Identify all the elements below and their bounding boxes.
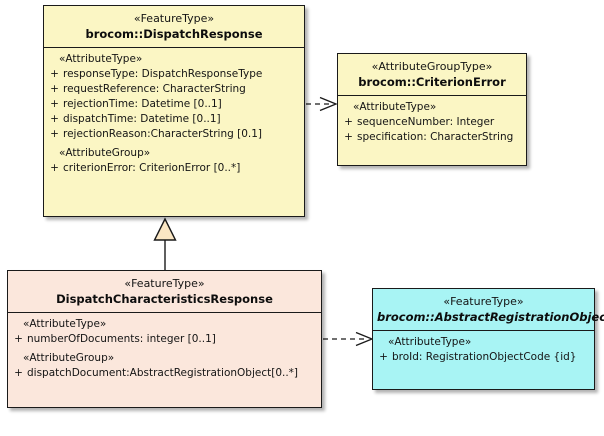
attribute-row[interactable]: + responseType: DispatchResponseType	[46, 67, 302, 82]
attribute-group-label: «AttributeType»	[388, 336, 472, 348]
attribute-label: rejectionTime: Datetime [0..1]	[63, 98, 222, 110]
hollow-triangle-icon	[153, 217, 177, 241]
attribute-group-label: «AttributeType»	[59, 53, 143, 65]
class-stereotype: «FeatureType»	[124, 277, 205, 290]
visibility-marker: +	[50, 83, 59, 95]
attribute-row[interactable]: + numberOfDocuments: integer [0..1]	[10, 332, 319, 347]
class-box-abstract-registration-object[interactable]: «FeatureType» brocom::AbstractRegistrati…	[372, 288, 604, 390]
attribute-row[interactable]: + dispatchDocument:AbstractRegistrationO…	[10, 366, 319, 381]
class-name: brocom::AbstractRegistrationObject	[377, 310, 604, 324]
visibility-marker: +	[14, 367, 23, 379]
attribute-row[interactable]: + broId: RegistrationObjectCode {id}	[375, 350, 592, 365]
class-box-dispatch-characteristics-response[interactable]: «FeatureType» DispatchCharacteristicsRes…	[7, 270, 322, 408]
attribute-row[interactable]: + rejectionTime: Datetime [0..1]	[46, 97, 302, 112]
visibility-marker: +	[50, 162, 59, 174]
attribute-row[interactable]: + dispatchTime: Datetime [0..1]	[46, 112, 302, 127]
dependency-registration-object[interactable]	[323, 331, 374, 347]
class-attributes-compartment: «AttributeType» + broId: RegistrationObj…	[373, 331, 594, 370]
class-name: brocom::CriterionError	[358, 75, 506, 89]
class-header: «FeatureType» brocom::AbstractRegistrati…	[373, 289, 604, 331]
attribute-group-label: «AttributeType»	[353, 101, 437, 113]
attribute-group-label: «AttributeType»	[23, 318, 107, 330]
attribute-row[interactable]: + sequenceNumber: Integer	[340, 115, 524, 130]
class-name: DispatchCharacteristicsResponse	[56, 292, 273, 306]
class-stereotype: «AttributeGroupType»	[371, 60, 493, 73]
class-box-dispatch-response[interactable]: «FeatureType» brocom::DispatchResponse «…	[43, 5, 305, 217]
class-header: «FeatureType» DispatchCharacteristicsRes…	[8, 271, 321, 313]
attribute-label: rejectionReason:CharacterString [0.1]	[63, 128, 263, 140]
attribute-label: sequenceNumber: Integer	[357, 116, 495, 128]
generalization-dispatch-response[interactable]	[153, 217, 177, 271]
attribute-group-label: «AttributeGroup»	[23, 352, 115, 364]
attribute-row[interactable]: + specification: CharacterString	[340, 130, 524, 145]
class-attributes-compartment: «AttributeType» + sequenceNumber: Intege…	[338, 96, 526, 150]
attribute-label: criterionError: CriterionError [0..*]	[63, 162, 241, 174]
class-attributes-compartment: «AttributeType» + responseType: Dispatch…	[44, 48, 304, 181]
visibility-marker: +	[50, 98, 59, 110]
visibility-marker: +	[379, 351, 388, 363]
attribute-label: broId: RegistrationObjectCode {id}	[392, 351, 577, 363]
class-box-criterion-error[interactable]: «AttributeGroupType» brocom::CriterionEr…	[337, 53, 527, 166]
attribute-row[interactable]: + requestReference: CharacterString	[46, 82, 302, 97]
class-stereotype: «FeatureType»	[133, 12, 215, 25]
class-attributes-compartment: «AttributeType» + numberOfDocuments: int…	[8, 313, 321, 386]
attribute-label: responseType: DispatchResponseType	[63, 68, 263, 80]
visibility-marker: +	[14, 333, 23, 345]
visibility-marker: +	[344, 116, 353, 128]
attribute-row[interactable]: + rejectionReason:CharacterString [0.1]	[46, 127, 302, 142]
class-header: «FeatureType» brocom::DispatchResponse	[44, 6, 304, 48]
open-arrowhead-icon	[319, 96, 338, 112]
visibility-marker: +	[344, 131, 353, 143]
attribute-group-label: «AttributeGroup»	[59, 147, 151, 159]
visibility-marker: +	[50, 128, 59, 140]
visibility-marker: +	[50, 68, 59, 80]
attribute-row[interactable]: + criterionError: CriterionError [0..*]	[46, 161, 302, 176]
attribute-label: specification: CharacterString	[357, 131, 514, 143]
dependency-criterion-error[interactable]	[306, 96, 338, 112]
attribute-label: dispatchDocument:AbstractRegistrationObj…	[27, 367, 299, 379]
attribute-label: requestReference: CharacterString	[63, 83, 246, 95]
attribute-label: dispatchTime: Datetime [0..1]	[63, 113, 221, 125]
class-name: brocom::DispatchResponse	[85, 27, 263, 41]
class-header: «AttributeGroupType» brocom::CriterionEr…	[338, 54, 526, 96]
class-stereotype: «FeatureType»	[443, 295, 524, 308]
attribute-label: numberOfDocuments: integer [0..1]	[27, 333, 216, 345]
visibility-marker: +	[50, 113, 59, 125]
